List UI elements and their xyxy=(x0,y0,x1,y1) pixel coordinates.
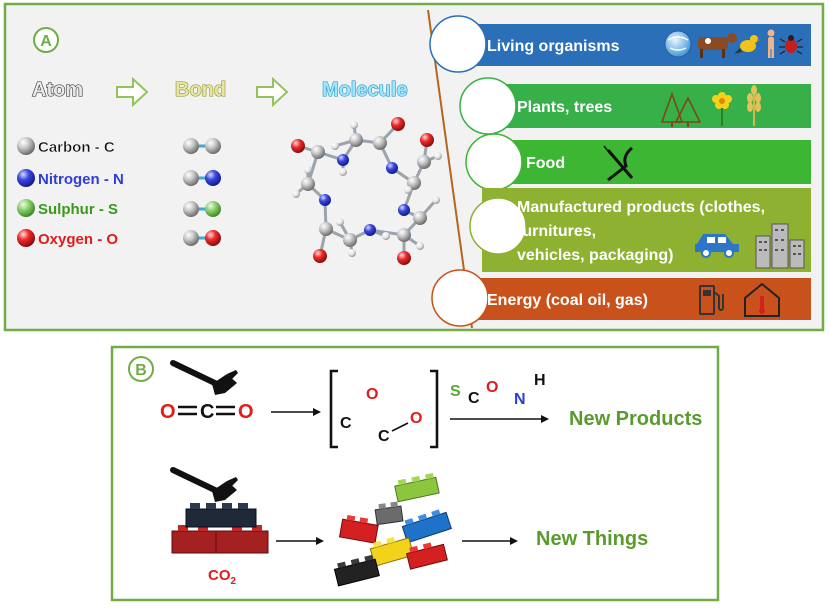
banner-text-living-organisms: Living organisms xyxy=(487,38,620,55)
category-living-organisms: Living organisms xyxy=(429,15,811,73)
hammer-icon-2 xyxy=(170,467,238,502)
globe-icon xyxy=(664,30,692,58)
bracket-intermediate: C O C O xyxy=(329,369,439,449)
reagent-n: N xyxy=(514,391,526,408)
banner-bubble-1 xyxy=(429,15,487,73)
reagent-c: C xyxy=(468,390,480,407)
element-sulphur: Sulphur - S xyxy=(17,199,118,218)
co2-c-center: C xyxy=(200,401,214,423)
banner-bubble-5 xyxy=(431,269,489,327)
bracket-c1: C xyxy=(340,415,352,432)
flow-molecule-label: Molecule xyxy=(322,79,408,101)
fuel-pump-icon xyxy=(699,285,724,315)
arrow-1-head xyxy=(313,408,321,416)
bracket-c2: C xyxy=(378,428,390,445)
banner-text-energy: Energy (coal oil, gas) xyxy=(487,292,648,309)
bracket-o2: O xyxy=(410,410,422,427)
reagent-o: O xyxy=(486,379,498,396)
nitrogen-atom-icon xyxy=(17,169,35,187)
banner-bubble-3 xyxy=(465,133,523,191)
car-icon xyxy=(695,234,739,258)
banner-bubble-2 xyxy=(459,77,517,135)
banner-text-food: Food xyxy=(526,155,565,172)
flow-arrow-1 xyxy=(116,76,149,108)
reagent-h: H xyxy=(534,372,546,389)
co2-label: CO2 xyxy=(208,567,237,587)
arrow-2-head xyxy=(541,415,549,423)
bond-carbon-carbon-icon xyxy=(183,138,221,154)
bird-icon xyxy=(734,35,761,54)
oxygen-atom-icon xyxy=(17,229,35,247)
banner-energy xyxy=(446,278,811,320)
hammer-icon-1 xyxy=(170,360,238,395)
category-manufactured-products: Manufactured products (clothes, furnitur… xyxy=(469,188,811,272)
bracket-o1: O xyxy=(366,386,378,403)
panel-b-label-text: B xyxy=(135,362,147,379)
human-icon xyxy=(767,29,775,58)
element-nitrogen: Nitrogen - N xyxy=(17,169,124,188)
reagent-atoms: S C O N H xyxy=(450,372,546,408)
cow-icon xyxy=(698,33,737,58)
wheat-icon xyxy=(747,85,761,126)
category-energy: Energy (coal oil, gas) xyxy=(431,269,811,327)
banner-food xyxy=(478,140,811,184)
element-label-nitrogen: Nitrogen - N xyxy=(38,171,124,188)
panel-b-label: B xyxy=(128,356,154,382)
bond-carbon-oxygen-icon xyxy=(183,230,221,246)
panel-a-label: A xyxy=(33,27,59,53)
element-label-sulphur: Sulphur - S xyxy=(38,201,118,218)
molecule-3d-icon xyxy=(291,117,442,265)
element-carbon: Carbon - C xyxy=(17,137,115,156)
flow-atom-label: Atom xyxy=(32,79,83,101)
result-new-products: New Products xyxy=(569,408,702,430)
element-label-carbon: Carbon - C xyxy=(38,139,115,156)
element-label-oxygen: Oxygen - O xyxy=(38,231,118,248)
arrow-3-head xyxy=(316,537,324,545)
sulphur-atom-icon xyxy=(17,199,35,217)
flower-icon xyxy=(712,92,732,126)
category-plants-trees: Plants, trees xyxy=(459,77,811,135)
bond-carbon-sulphur-icon xyxy=(183,201,221,217)
arrow-4-head xyxy=(510,537,518,545)
element-oxygen: Oxygen - O xyxy=(17,229,118,248)
tree-icon xyxy=(660,91,702,127)
lego-co2-stack-icon xyxy=(171,503,269,554)
panel-a-label-text: A xyxy=(40,33,52,50)
buildings-icon xyxy=(755,223,805,269)
fork-knife-icon xyxy=(603,145,634,182)
co2-molecule: O C O xyxy=(160,401,254,423)
flow-arrow-2 xyxy=(256,76,289,108)
reagent-s: S xyxy=(450,383,461,400)
banner-bubble-4 xyxy=(469,197,527,255)
result-new-things: New Things xyxy=(536,528,648,550)
category-food: Food xyxy=(465,133,811,191)
carbon-atom-icon xyxy=(17,137,35,155)
co2-o-left: O xyxy=(160,401,176,423)
bond-carbon-nitrogen-icon xyxy=(183,170,221,186)
flow-bond-label: Bond xyxy=(175,79,226,101)
house-heat-icon xyxy=(744,282,780,317)
banner-text-plants-trees: Plants, trees xyxy=(517,99,612,116)
lego-bricks-scattered-icon xyxy=(333,472,452,587)
co2-o-right: O xyxy=(238,401,254,423)
bug-icon xyxy=(779,35,803,55)
banner-text-manufactured-products: Manufactured products (clothes, furnitur… xyxy=(517,199,769,264)
